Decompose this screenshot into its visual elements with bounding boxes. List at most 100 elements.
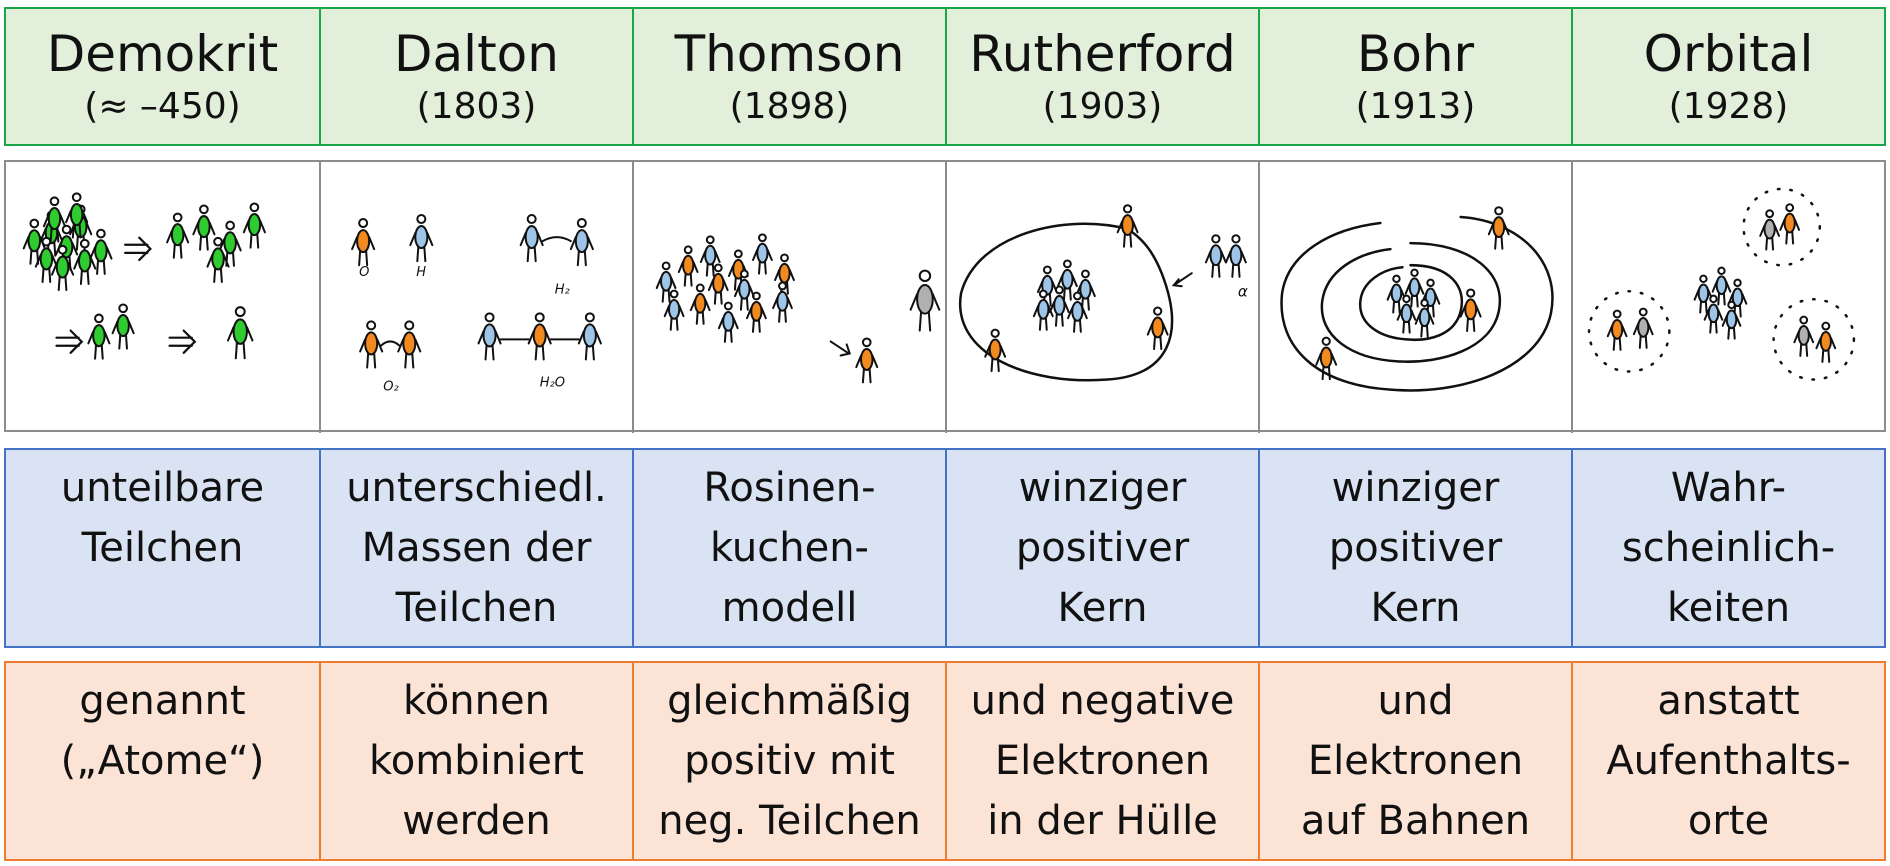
detail-text: gleichmäßig positiv mit neg. Teilchen [658,671,921,851]
detail-rutherford: und negative Elektronen in der Hülle [945,663,1258,859]
particle-figure [1815,321,1837,363]
bond-line [380,340,401,347]
detail-line-empty [61,791,265,851]
label-alpha: α [1238,282,1248,300]
detail-text: genannt („Atome“) [61,671,265,851]
particle-figure [774,253,795,295]
particle-figure [1057,259,1078,301]
model-year: (1803) [416,85,537,127]
model-year: (≈ –450) [84,85,241,127]
particle-figure [855,337,879,384]
alpha-arrow-icon [1171,272,1193,288]
particle-figure [206,236,230,283]
label-o2: O₂ [383,380,399,395]
particle-figure [87,313,111,360]
trajectory-arrow-icon [829,340,851,357]
particle-figure [397,320,422,369]
orbital-clouds-icon [1587,187,1856,381]
label-h2o: H₂O [540,376,565,391]
particle-figure [34,236,58,283]
particle-figure [73,238,97,285]
header-bohr: Bohr (1913) [1258,9,1571,144]
particle-figure [1414,298,1435,338]
illustration-dalton: O H H₂ O₂ H₂O [319,162,632,433]
particle-figure [1759,209,1781,251]
detail-orbital: anstatt Aufenthalts- orte [1571,663,1884,859]
description-text: winziger positiver Kern [1329,458,1502,638]
model-year: (1903) [1042,85,1163,127]
particle-figure [242,202,266,249]
particle-figure [1721,300,1742,340]
bohr-orbit-middle [1320,241,1502,363]
implies-arrow-icon [168,329,197,354]
particle-figure [351,218,376,267]
particle-figure [192,204,216,251]
description-line: kuchen- [709,525,869,571]
description-line: Teilchen [395,585,558,631]
dalton-molecules-icon: O H H₂ O₂ H₂O [351,214,602,395]
description-line: scheinlich- [1621,525,1836,571]
detail-line: gleichmäßig [667,678,912,724]
description-text: winziger positiver Kern [1016,458,1189,638]
illustration-rutherford: α [945,162,1258,433]
illustration-thomson [632,162,945,433]
orbital-cloud-right [1772,298,1856,381]
detail-text: und negative Elektronen in der Hülle [971,671,1235,851]
plum-pudding-icon [655,233,941,384]
particle-figure [477,312,502,361]
particle-figure [65,192,89,239]
model-year: (1913) [1355,85,1476,127]
detail-line: und [1377,678,1454,724]
description-line-empty [61,578,264,638]
particle-figure [1632,307,1654,349]
particle-figure [909,269,941,332]
description-text: Wahr- scheinlich- keiten [1622,458,1835,638]
orbital-cloud-top [1742,187,1822,267]
detail-line: werden [402,798,551,844]
description-line: Kern [1057,585,1148,631]
detail-line: positiv mit [684,738,895,784]
model-name: Dalton [394,24,559,83]
illustration-orbital [1571,162,1884,433]
description-line: Kern [1370,585,1461,631]
description-thomson: Rosinen- kuchen- modell [632,450,945,646]
description-line: winziger [1018,465,1187,511]
illustration-democritus [6,162,319,433]
particle-figure [1048,285,1070,327]
implies-arrow-icon [124,236,152,262]
detail-thomson: gleichmäßig positiv mit neg. Teilchen [632,663,945,859]
particle-figure [1404,268,1425,308]
detail-line: in der Hülle [987,798,1218,844]
bohr-orbit-outer [1280,215,1554,392]
particle-figure [50,244,75,292]
particle-figure [111,303,135,350]
description-line: Teilchen [81,525,244,571]
model-name: Rutherford [969,24,1236,83]
illustration-row: O H H₂ O₂ H₂O α [4,160,1886,433]
header-thomson: Thomson (1898) [632,9,945,144]
detail-line: Aufenthalts- [1606,738,1851,784]
description-line: unteilbare [60,465,265,511]
particle-figure [1224,234,1247,278]
model-name: Demokrit [46,24,279,83]
description-line: Massen der [361,525,592,571]
particle-figure [1793,315,1815,357]
description-row: unteilbare Teilchen unterschiedl. Massen… [4,448,1886,648]
particle-figure [527,312,552,361]
description-line: modell [721,585,858,631]
detail-line: genannt [79,678,246,724]
description-orbital: Wahr- scheinlich- keiten [1571,450,1884,646]
particle-figure [519,214,544,263]
particle-figure [707,263,729,305]
description-text: unterschiedl. Massen der Teilchen [346,458,607,638]
particle-figure [663,289,685,331]
header-democritus: Demokrit (≈ –450) [6,9,319,144]
detail-line: neg. Teilchen [658,798,921,844]
model-year: (1898) [729,85,850,127]
particle-figure [166,212,190,259]
particle-figure [1315,336,1338,381]
header-orbital: Orbital (1928) [1571,9,1884,144]
detail-line: und negative [970,678,1235,724]
label-h: H [416,265,426,280]
particle-figure [409,214,434,263]
